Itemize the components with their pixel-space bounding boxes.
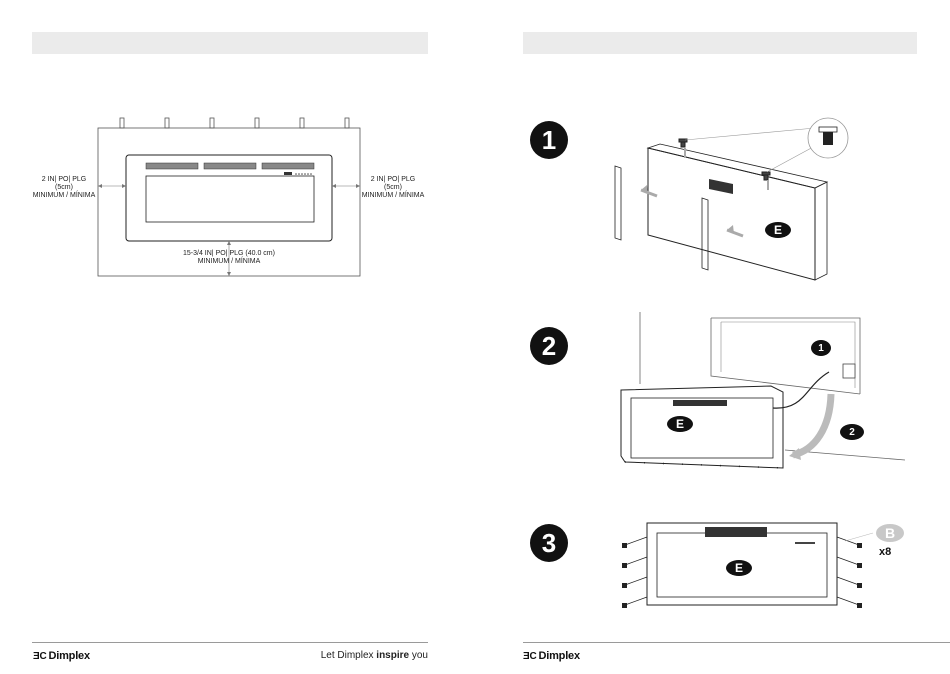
left-clearance-line2: (5cm) [30, 184, 98, 192]
left-clearance-label: 2 IN| PO| PLG (5cm) MINIMUM / MÍNIMA [30, 176, 98, 200]
brand-name: Dimplex [49, 650, 90, 662]
left-clearance-line3: MINIMUM / MÍNIMA [30, 192, 98, 200]
left-page: 2 IN| PO| PLG (5cm) MINIMUM / MÍNIMA 2 I… [0, 0, 470, 674]
tagline-pre: Let Dimplex [321, 650, 377, 661]
right-clearance-line1: 2 IN| PO| PLG [356, 176, 430, 184]
step-2-illustration [475, 310, 950, 470]
step-1-part-e-label: E [765, 222, 791, 238]
right-header-bar [523, 32, 917, 54]
left-footer-rule [32, 642, 428, 643]
right-page: 1 E 2 [475, 0, 950, 674]
right-clearance-line3: MINIMUM / MÍNIMA [356, 192, 430, 200]
bottom-clearance-label: 15-3/4 IN| PO| PLG (40.0 cm) MINIMUM / M… [170, 250, 288, 266]
right-clearance-line2: (5cm) [356, 184, 430, 192]
right-footer-rule [523, 642, 950, 643]
brand-logo-right: ƎC Dimplex [523, 650, 580, 662]
tagline-post: you [409, 650, 428, 661]
dimplex-logo-icon: ƎC [33, 651, 47, 662]
brand-name: Dimplex [539, 650, 580, 662]
step-3-part-b-label: B [876, 524, 904, 542]
dimplex-logo-icon: ƎC [523, 651, 537, 662]
step-3-part-e-label: E [726, 560, 752, 576]
step-2-part-e-label: E [667, 416, 693, 432]
step-3-quantity: x8 [879, 546, 891, 558]
step-2-substep-1-badge: 1 [811, 340, 831, 356]
tagline-bold: inspire [376, 650, 409, 661]
bottom-clearance-line1: 15-3/4 IN| PO| PLG (40.0 cm) [170, 250, 288, 258]
left-clearance-line1: 2 IN| PO| PLG [30, 176, 98, 184]
step-1-illustration [475, 110, 950, 270]
tagline: Let Dimplex inspire you [321, 650, 428, 661]
bottom-clearance-line2: MINIMUM / MÍNIMA [170, 258, 288, 266]
brand-logo: ƎC Dimplex [33, 650, 90, 662]
right-clearance-label: 2 IN| PO| PLG (5cm) MINIMUM / MÍNIMA [356, 176, 430, 200]
step-2-substep-2-badge: 2 [840, 424, 864, 440]
